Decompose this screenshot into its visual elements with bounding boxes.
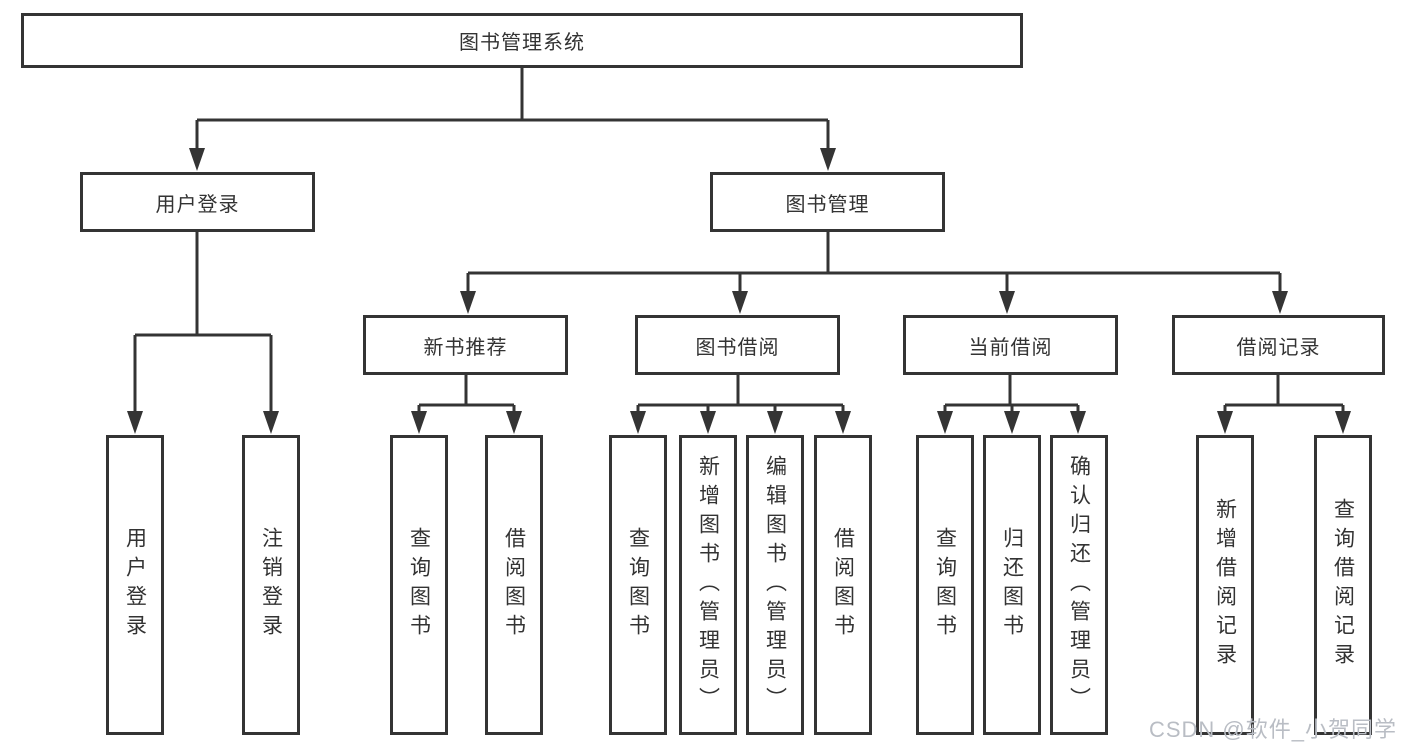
node-book-management: 图书管理: [710, 172, 945, 232]
node-new-book-recommend: 新书推荐: [363, 315, 568, 375]
leaf-borrow-books-recommend-label: 借阅图书: [502, 527, 526, 643]
node-borrow-records-label: 借阅记录: [1236, 336, 1321, 359]
node-new-book-recommend-label: 新书推荐: [423, 336, 508, 359]
leaf-logout-label: 注销登录: [259, 527, 283, 643]
leaf-user-login: 用户登录: [106, 435, 164, 735]
leaf-borrow-books-borrow-label: 借阅图书: [831, 527, 855, 643]
leaf-query-books-recommend: 查询图书: [390, 435, 448, 735]
connector-borrow-records-to-leaves: [1223, 375, 1345, 413]
node-current-borrow: 当前借阅: [903, 315, 1118, 375]
leaf-logout: 注销登录: [242, 435, 300, 735]
node-book-borrow: 图书借阅: [635, 315, 840, 375]
leaf-query-books-current-label: 查询图书: [933, 527, 957, 643]
connector-new-book-to-leaves: [417, 375, 516, 413]
node-book-borrow-label: 图书借阅: [695, 336, 780, 359]
connector-current-borrow-to-leaves: [943, 375, 1080, 413]
node-book-management-label: 图书管理: [785, 193, 870, 216]
node-current-borrow-label: 当前借阅: [968, 336, 1053, 359]
leaf-query-books-borrow: 查询图书: [609, 435, 667, 735]
node-root-label: 图书管理系统: [459, 32, 585, 54]
leaf-return-book: 归还图书: [983, 435, 1041, 735]
leaf-add-book-admin: 新增图书（管理员）: [679, 435, 737, 735]
leaf-edit-book-admin: 编辑图书（管理员）: [746, 435, 804, 735]
csdn-watermark: CSDN @软件_小贺同学: [1148, 717, 1397, 742]
leaf-user-login-label: 用户登录: [123, 527, 147, 643]
leaf-query-books-recommend-label: 查询图书: [407, 527, 431, 643]
leaf-add-borrow-record-label: 新增借阅记录: [1213, 498, 1237, 672]
leaf-query-borrow-record-label: 查询借阅记录: [1331, 498, 1355, 672]
connector-book-mgmt-to-level3: [466, 232, 1282, 293]
leaf-return-book-label: 归还图书: [1000, 527, 1024, 643]
connector-book-borrow-to-leaves: [636, 375, 845, 413]
connector-root-to-level2: [195, 68, 830, 150]
leaf-borrow-books-borrow: 借阅图书: [814, 435, 872, 735]
leaf-query-books-current: 查询图书: [916, 435, 974, 735]
connector-user-login-to-leaves: [133, 232, 273, 413]
node-user-login-branch-label: 用户登录: [155, 193, 240, 216]
leaf-query-books-borrow-label: 查询图书: [626, 527, 650, 643]
leaf-add-borrow-record: 新增借阅记录: [1196, 435, 1254, 735]
node-borrow-records: 借阅记录: [1172, 315, 1385, 375]
leaf-query-borrow-record: 查询借阅记录: [1314, 435, 1372, 735]
leaf-add-book-admin-label: 新增图书（管理员）: [696, 454, 720, 716]
leaf-confirm-return-admin: 确认归还（管理员）: [1050, 435, 1108, 735]
leaf-borrow-books-recommend: 借阅图书: [485, 435, 543, 735]
node-user-login-branch: 用户登录: [80, 172, 315, 232]
leaf-confirm-return-admin-label: 确认归还（管理员）: [1067, 454, 1091, 716]
node-root: 图书管理系统: [21, 13, 1023, 68]
leaf-edit-book-admin-label: 编辑图书（管理员）: [763, 454, 787, 716]
